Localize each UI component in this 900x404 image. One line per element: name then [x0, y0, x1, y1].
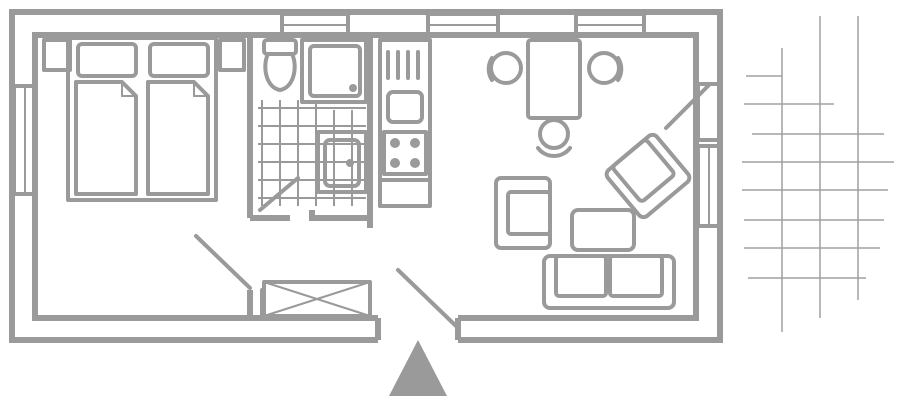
toilet [262, 38, 298, 92]
kitchen-sink [386, 90, 424, 124]
dining-chair [587, 51, 624, 85]
shower [300, 38, 368, 104]
dining-table [486, 38, 624, 158]
bathroom [258, 38, 368, 206]
armchair [494, 176, 552, 250]
sofa [542, 254, 676, 310]
terrace-grid [742, 16, 894, 332]
drainer [386, 50, 420, 80]
wardrobe [262, 280, 372, 318]
stove [382, 130, 428, 176]
wash-basin [316, 130, 368, 194]
entrance-arrow-icon [389, 340, 447, 396]
double-bed [42, 36, 246, 202]
exterior-walls [9, 9, 723, 343]
dining-chair [486, 51, 523, 85]
dining-chair [536, 118, 572, 158]
bedroom-door [194, 234, 252, 290]
balcony-door [664, 82, 712, 130]
entrance-door [396, 268, 458, 328]
kitchenette [378, 38, 432, 208]
armchair [604, 132, 692, 220]
coffee-table [570, 208, 636, 252]
